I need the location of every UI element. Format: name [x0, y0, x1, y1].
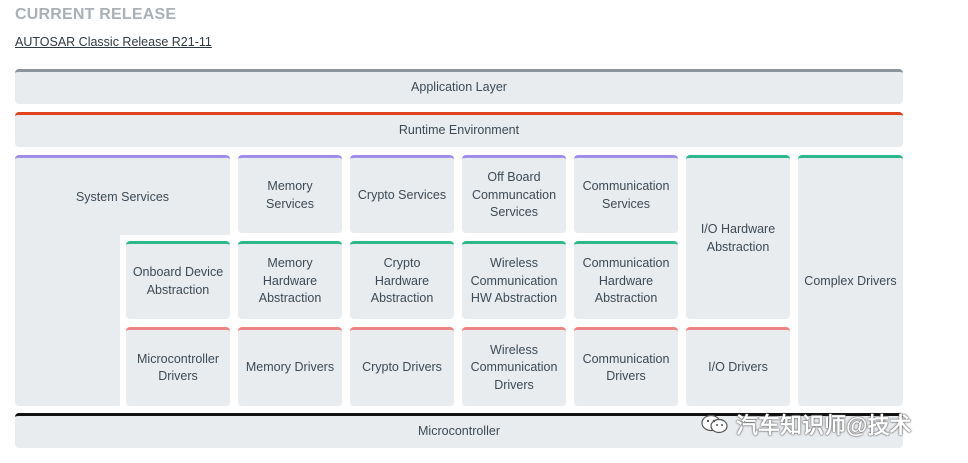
memory-hardware-abstraction: Memory Hardware Abstraction [238, 241, 342, 319]
microcontroller-layer-label: Microcontroller [418, 424, 500, 439]
communication-drivers-label: Communication Drivers [582, 351, 670, 384]
io-hardware-abstraction: I/O Hardware Abstraction [686, 155, 790, 319]
wireless-communication-hw-abstraction-label: Wireless Communication HW Abstraction [470, 256, 558, 306]
io-hardware-abstraction-label: I/O Hardware Abstraction [700, 222, 776, 254]
wechat-icon [700, 413, 730, 435]
memory-services-label: Memory Services [266, 179, 314, 211]
communication-drivers: Communication Drivers [574, 327, 678, 406]
io-drivers: I/O Drivers [686, 327, 790, 406]
communication-hardware-abstraction-label: Communication Hardware Abstraction [582, 256, 670, 306]
memory-services: Memory Services [238, 155, 342, 233]
crypto-hardware-abstraction-label: Crypto Hardware Abstraction [370, 256, 434, 306]
application-layer-label: Application Layer [411, 80, 507, 95]
crypto-drivers-label: Crypto Drivers [362, 360, 442, 375]
microcontroller-drivers: Microcontroller Drivers [126, 327, 230, 406]
offboard-communication-services-label: Off Board Communcation Services [471, 170, 557, 220]
onboard-device-abstraction-label: Onboard Device Abstraction [132, 265, 224, 297]
wireless-communication-drivers-label: Wireless Communication Drivers [470, 342, 558, 392]
runtime-environment-label: Runtime Environment [398, 123, 520, 138]
wireless-communication-hw-abstraction: Wireless Communication HW Abstraction [462, 241, 566, 319]
system-services-label: System Services [75, 189, 170, 204]
memory-drivers-label: Memory Drivers [245, 360, 335, 375]
microcontroller-layer: Microcontroller [15, 413, 903, 448]
complex-drivers: Complex Drivers [798, 155, 903, 406]
application-layer: Application Layer [15, 69, 903, 104]
memory-hardware-abstraction-label: Memory Hardware Abstraction [258, 256, 322, 306]
release-link[interactable]: AUTOSAR Classic Release R21-11 [15, 35, 212, 49]
crypto-hardware-abstraction: Crypto Hardware Abstraction [350, 241, 454, 319]
page-title: CURRENT RELEASE [15, 6, 177, 23]
communication-hardware-abstraction: Communication Hardware Abstraction [574, 241, 678, 319]
crypto-services-label: Crypto Services [357, 187, 447, 202]
communication-services: Communication Services [574, 155, 678, 233]
memory-drivers: Memory Drivers [238, 327, 342, 406]
offboard-communication-services: Off Board Communcation Services [462, 155, 566, 233]
crypto-drivers: Crypto Drivers [350, 327, 454, 406]
runtime-environment: Runtime Environment [15, 112, 903, 147]
microcontroller-drivers-label: Microcontroller Drivers [137, 351, 219, 384]
complex-drivers-label: Complex Drivers [804, 274, 897, 289]
communication-services-label: Communication Services [582, 179, 670, 211]
watermark-text: 汽车知识师@技术 [736, 413, 912, 438]
system-services: System Services [15, 155, 230, 235]
onboard-device-abstraction: Onboard Device Abstraction [126, 241, 230, 319]
watermark: 汽车知识师@技术 [700, 408, 911, 440]
io-drivers-label: I/O Drivers [708, 360, 768, 375]
crypto-services: Crypto Services [350, 155, 454, 233]
wireless-communication-drivers: Wireless Communication Drivers [462, 327, 566, 406]
